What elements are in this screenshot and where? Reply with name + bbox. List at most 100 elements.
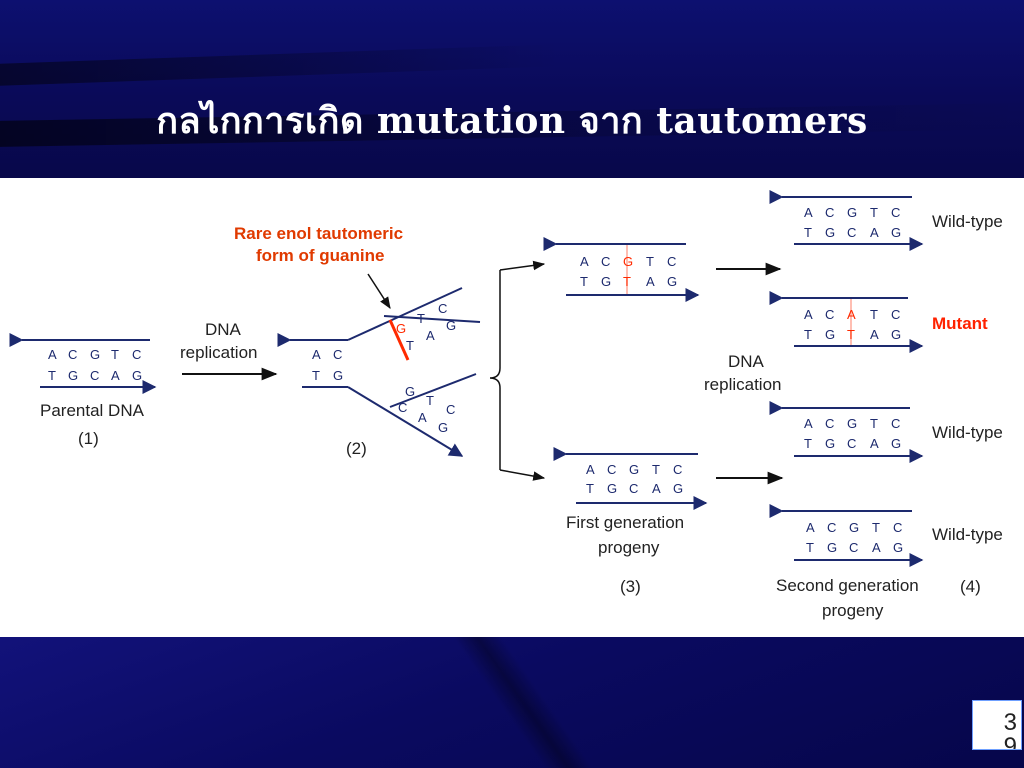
diagram-panel: A C G T C T G C A G Parental DNA (1) DNA… [0,178,1024,637]
base: C [446,402,455,417]
mutation-mark [388,319,410,361]
second-generation-label-line1: Second generation [776,576,919,595]
base: G [847,416,857,431]
second-gen-strand-1: A C G T C T G C A G Wild-type [769,190,1003,251]
base: C [891,205,900,220]
rare-enol-label-line1: Rare enol tautomeric [234,224,403,243]
base: C [629,481,638,496]
base: G [825,327,835,342]
base: C [847,436,856,451]
base: T [872,520,880,535]
base: C [438,301,447,316]
step-4-label: (4) [960,577,981,596]
step-3-label: (3) [620,577,641,596]
base: C [825,307,834,322]
mutant-base: G [396,321,406,336]
rare-enol-annotation: Rare enol tautomeric form of guanine [234,224,403,310]
step-1-label: (1) [78,429,99,448]
base: C [893,520,902,535]
base: C [825,205,834,220]
base: G [446,318,456,333]
base: A [804,416,813,431]
base: G [607,481,617,496]
base: A [580,254,589,269]
base: T [111,347,119,362]
base: T [870,416,878,431]
outcome-label: Wild-type [932,423,1003,442]
base: A [48,347,57,362]
base: A [870,436,879,451]
first-generation-label-line2: progeny [598,538,660,557]
parental-bottom-bases: T G C A G [48,368,142,383]
first-generation-label-line1: First generation [566,513,684,532]
base: T [870,307,878,322]
base: G [405,384,415,399]
base: C [891,307,900,322]
base: G [667,274,677,289]
base: T [580,274,588,289]
dna-replication-label-1-line1: DNA [205,320,242,339]
base: G [601,274,611,289]
base: T [586,481,594,496]
base: G [673,481,683,496]
base: A [872,540,881,555]
base: C [827,520,836,535]
footer-background [0,637,1024,768]
second-gen-strand-3: A C G T C T G C A G Wild-type [769,401,1003,463]
parental-dna: A C G T C T G C A G Parental DNA (1) [9,333,157,448]
mutation-diagram: A C G T C T G C A G Parental DNA (1) DNA… [9,190,1003,620]
base: G [629,462,639,477]
base: A [870,327,879,342]
base: A [804,307,813,322]
base: G [891,327,901,342]
dna-replication-label-2-line1: DNA [728,352,765,371]
base: A [111,368,120,383]
base: G [438,420,448,435]
base: C [667,254,676,269]
base: T [652,462,660,477]
mutant-base: T [847,327,855,342]
page-number: 3 9 [972,700,1022,750]
outcome-label: Wild-type [932,212,1003,231]
second-generation-label-line2: progeny [822,601,884,620]
base: C [68,347,77,362]
base: T [804,327,812,342]
base: A [418,410,427,425]
base: G [825,436,835,451]
base: C [825,416,834,431]
mutant-base: A [847,307,856,322]
base: G [333,368,343,383]
base: C [333,347,342,362]
base: G [825,225,835,240]
split-brace [489,260,546,481]
base: A [652,481,661,496]
mutant-base: G [623,254,633,269]
step-2-label: (2) [346,439,367,458]
first-gen-strand-mutant: A C G T C T G T A G [543,237,700,302]
outcome-label: Wild-type [932,525,1003,544]
second-gen-strand-2-mutant: A C A T C T G T A G Mutant [769,291,988,353]
dna-replication-label-2-line2: replication [704,375,782,394]
base: A [312,347,321,362]
base: G [893,540,903,555]
base: G [891,225,901,240]
base: T [426,393,434,408]
base: C [673,462,682,477]
base: C [607,462,616,477]
base: T [646,254,654,269]
base: A [870,225,879,240]
parental-dna-label: Parental DNA [40,401,145,420]
base: T [806,540,814,555]
mutant-label: Mutant [932,314,988,333]
base: C [849,540,858,555]
base: C [90,368,99,383]
base: G [849,520,859,535]
base: A [804,205,813,220]
rare-enol-label-line2: form of guanine [256,246,384,265]
base: A [646,274,655,289]
base: T [417,311,425,326]
base: G [827,540,837,555]
base: T [48,368,56,383]
base: C [132,347,141,362]
header-background [0,0,1024,178]
